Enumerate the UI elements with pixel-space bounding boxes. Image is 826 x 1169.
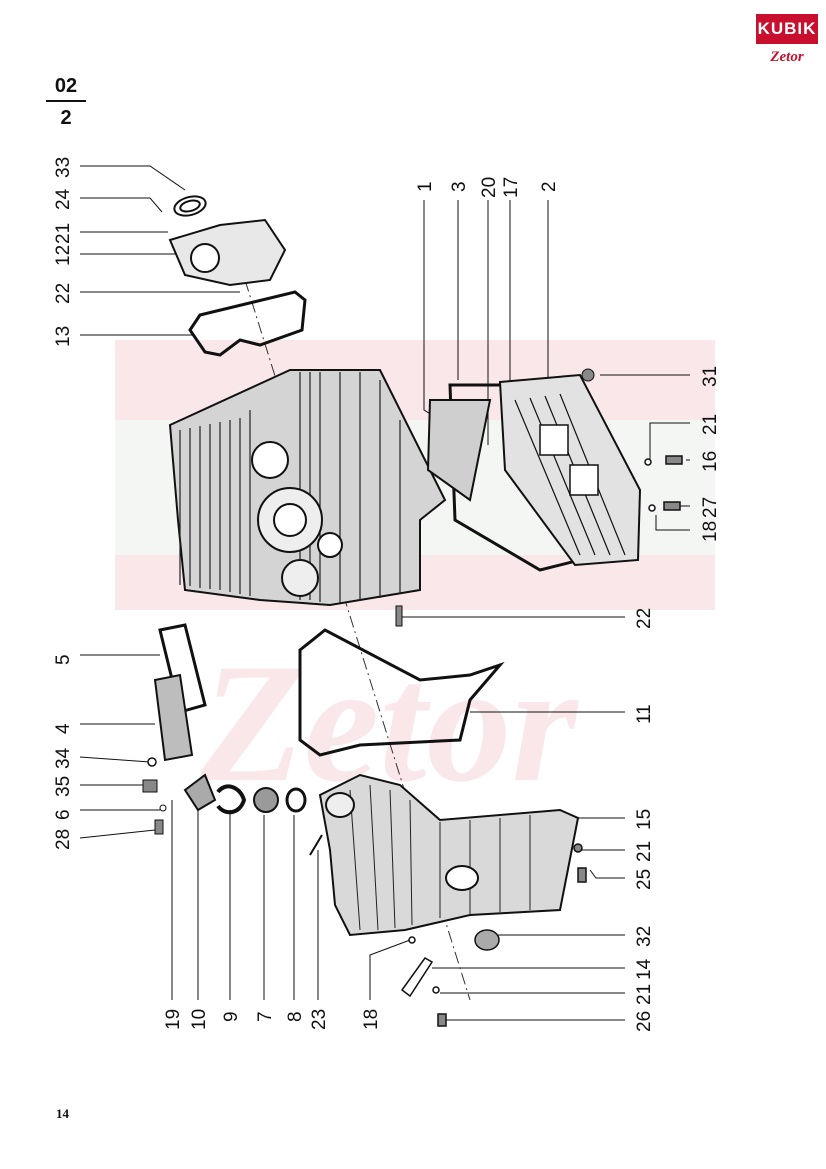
callout-32: 32 (634, 926, 655, 947)
callout-3: 3 (449, 181, 470, 192)
callout-15: 15 (634, 809, 655, 830)
engine-block (168, 369, 447, 607)
callout-31: 31 (700, 366, 721, 387)
section-code-top: 02 (46, 74, 86, 102)
callout-1: 1 (415, 181, 436, 192)
callout-34: 34 (53, 747, 74, 769)
callout-14: 14 (634, 958, 655, 980)
callout-22: 22 (634, 608, 655, 629)
callout-26: 26 (634, 1011, 655, 1032)
front-cover (309, 773, 580, 937)
callout-labels: 33 24 21 12 22 13 1 3 20 17 2 31 21 16 2… (53, 157, 721, 1032)
callout-24: 24 (53, 188, 74, 210)
callout-19: 19 (163, 1009, 184, 1030)
callout-21: 21 (53, 223, 74, 244)
callout-10: 10 (189, 1009, 210, 1030)
brand-logo: KUBIK Zetor (756, 14, 818, 72)
cover-fasteners (400, 843, 587, 1027)
oil-filter (142, 623, 207, 835)
logo-brand-text: KUBIK (756, 14, 818, 44)
callout-28: 28 (53, 829, 74, 850)
callout-33: 33 (53, 157, 74, 178)
upper-gasket (188, 290, 307, 357)
callout-25: 25 (634, 869, 655, 890)
callout-21: 21 (634, 984, 655, 1005)
callout-22: 22 (53, 283, 74, 304)
section-code: 02 2 (46, 74, 86, 130)
callout-21: 21 (700, 414, 721, 435)
callout-21: 21 (634, 841, 655, 862)
oil-sump (426, 368, 642, 572)
callout-11: 11 (634, 704, 655, 724)
callout-18: 18 (361, 1009, 382, 1030)
callout-23: 23 (309, 1009, 330, 1030)
callout-4: 4 (53, 723, 74, 734)
callout-2: 2 (539, 181, 560, 192)
callout-20: 20 (479, 177, 500, 198)
callout-13: 13 (53, 326, 74, 347)
callout-18: 18 (700, 521, 721, 542)
logo-sub-text: Zetor (770, 49, 804, 65)
callout-7: 7 (255, 1011, 276, 1022)
timing-cover-plate (168, 195, 287, 287)
pump-parts (183, 773, 307, 815)
callout-9: 9 (221, 1011, 242, 1022)
callout-12: 12 (53, 245, 74, 266)
callout-8: 8 (285, 1011, 306, 1022)
callout-35: 35 (53, 776, 74, 797)
front-gasket (298, 628, 505, 757)
section-code-bottom: 2 (60, 107, 72, 129)
callout-16: 16 (700, 451, 721, 472)
callout-5: 5 (53, 654, 74, 665)
page-number: 14 (56, 1106, 69, 1121)
callout-17: 17 (501, 177, 522, 198)
callout-6: 6 (53, 809, 74, 820)
dowel-pin-22 (395, 605, 403, 627)
sump-fasteners (644, 455, 683, 512)
callout-27: 27 (700, 497, 721, 518)
